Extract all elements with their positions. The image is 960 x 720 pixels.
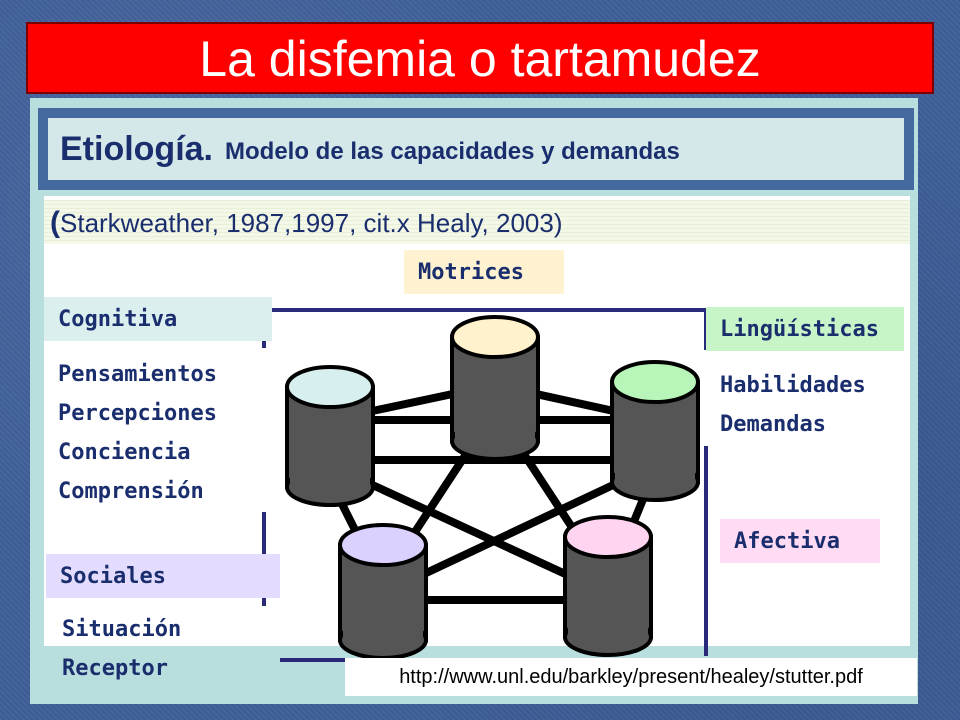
list-item: Situación [62,617,182,642]
list-cognitiva: Pensamientos Percepciones Conciencia Com… [58,355,217,511]
list-item: Receptor [62,656,168,681]
label-linguisticas: Lingüísticas [706,307,904,351]
slide-title: La disfemia o tartamudez [199,31,761,87]
list-item: Pensamientos [58,362,217,387]
citation-band [44,200,910,244]
label-motrices: Motrices [404,250,564,294]
label-cognitiva: Cognitiva [44,297,272,341]
list-item: Demandas [720,412,826,437]
citation-text: Starkweather, 1987,1997, cit.x Healy, 20… [60,208,563,238]
list-item: Habilidades [720,373,866,398]
source-url[interactable]: http://www.unl.edu/barkley/present/heale… [345,658,917,696]
citation-paren: ( [50,206,60,239]
list-item: Comprensión [58,479,204,504]
edge-right-bottomleft [386,466,649,594]
subtitle-box: Etiología. Modelo de las capacidades y d… [48,118,904,180]
label-sociales: Sociales [46,554,280,598]
edge-left-bottomright [336,466,604,594]
list-sociales: Situación Receptor [62,610,181,688]
cylinder-motrices [450,315,540,461]
label-afectiva: Afectiva [720,519,880,563]
list-item: Percepciones [58,401,217,426]
cylinder-afectiva [563,515,653,657]
list-item: Conciencia [58,440,191,465]
subtitle-main: Etiología. [60,129,213,168]
list-linguisticas: Habilidades Demandas [720,366,866,444]
slide-title-bar: La disfemia o tartamudez [26,22,934,94]
cylinder-sociales [338,523,428,660]
cylinder-cognitiva [285,365,375,507]
citation: (Starkweather, 1987,1997, cit.x Healy, 2… [50,206,562,240]
cylinder-linguisticas [610,360,700,502]
subtitle-secondary: Modelo de las capacidades y demandas [225,138,680,165]
